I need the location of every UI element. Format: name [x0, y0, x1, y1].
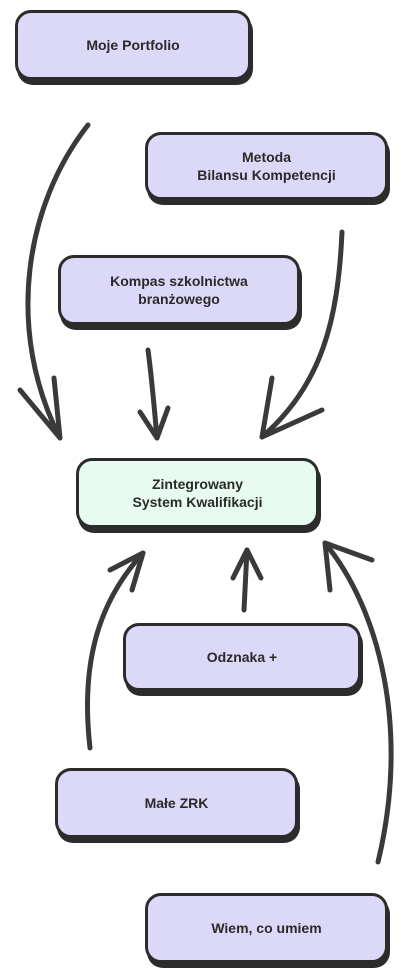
- arrowhead-odznaka: [230, 547, 264, 581]
- node-wiem-co-umiem: Wiem, co umiem: [145, 893, 388, 963]
- arrowhead-male-zrk: [107, 550, 146, 593]
- arrow-odznaka-to-zsk: [241, 547, 250, 613]
- arrowhead-moje-portfolio: [17, 375, 63, 441]
- node-zintegrowany-system-kwalifikacji: Zintegrowany System Kwalifikacji: [76, 458, 319, 528]
- node-male-zrk: Małe ZRK: [55, 768, 298, 838]
- node-kompas: Kompas szkolnictwa branżowego: [58, 255, 300, 325]
- arrow-kompas-to-zsk: [145, 347, 160, 441]
- arrowhead-metoda-bilansu: [259, 375, 325, 440]
- arrow-wiem-co-umiem-to-zsk: [322, 540, 394, 865]
- arrowhead-kompas: [137, 405, 171, 441]
- node-moje-portfolio: Moje Portfolio: [15, 10, 251, 80]
- arrow-male-zrk-to-zsk: [85, 550, 146, 751]
- arrow-moje-portfolio-to-zsk: [25, 122, 91, 441]
- node-odznaka: Odznaka +: [123, 623, 361, 691]
- node-metoda-bilansu: Metoda Bilansu Kompetencji: [145, 132, 388, 200]
- arrowhead-wiem-co-umiem: [322, 540, 375, 593]
- arrow-metoda-bilansu-to-zsk: [259, 229, 345, 440]
